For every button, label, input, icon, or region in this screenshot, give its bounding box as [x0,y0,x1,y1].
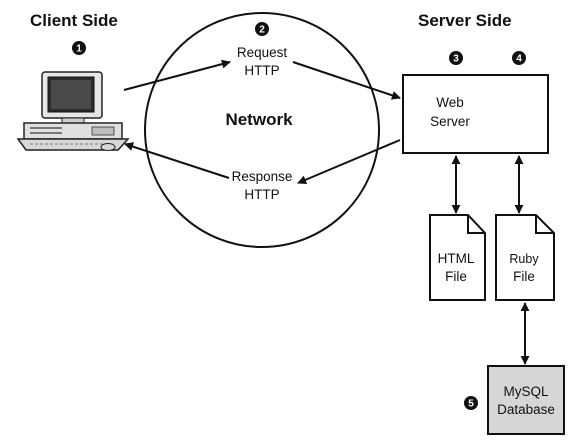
request-arrow-to-server [292,61,401,100]
client-side-heading: Client Side [30,11,118,30]
response-arrow-to-client [124,142,230,179]
marker-2-number: 2 [259,25,265,36]
ruby-file-label-line2: File [513,269,535,284]
server-side-heading: Server Side [418,11,512,30]
client-computer-icon [16,71,130,151]
marker-1: 1 [72,41,86,55]
request-label: Request [237,45,288,60]
mysql-database-box [487,365,565,435]
database-label-line2: Database [497,402,555,417]
response-protocol-label: HTTP [244,187,279,202]
response-arrow-from-server [297,139,401,185]
marker-4: 4 [512,51,526,65]
ruby-file-icon [495,214,555,301]
web-server-label-line2: Server [430,114,470,129]
request-arrow-to-network [123,59,231,91]
html-file-label-line2: File [445,269,467,284]
database-label-line1: MySQL [503,384,549,399]
web-server-box [402,74,549,154]
html-file-icon [429,214,486,301]
network-circle [144,12,380,248]
marker-3: 3 [449,51,463,65]
marker-5: 5 [464,396,478,410]
marker-4-number: 4 [516,54,522,65]
marker-2: 2 [255,22,269,36]
request-protocol-label: HTTP [244,63,279,78]
web-server-label-line1: Web [436,95,464,110]
ruby-file-label-line1: Ruby [509,252,539,266]
marker-3-number: 3 [453,54,459,65]
html-file-label-line1: HTML [438,251,475,266]
marker-5-number: 5 [468,399,474,410]
marker-1-number: 1 [76,44,82,55]
response-label: Response [232,169,293,184]
network-label: Network [225,110,293,129]
